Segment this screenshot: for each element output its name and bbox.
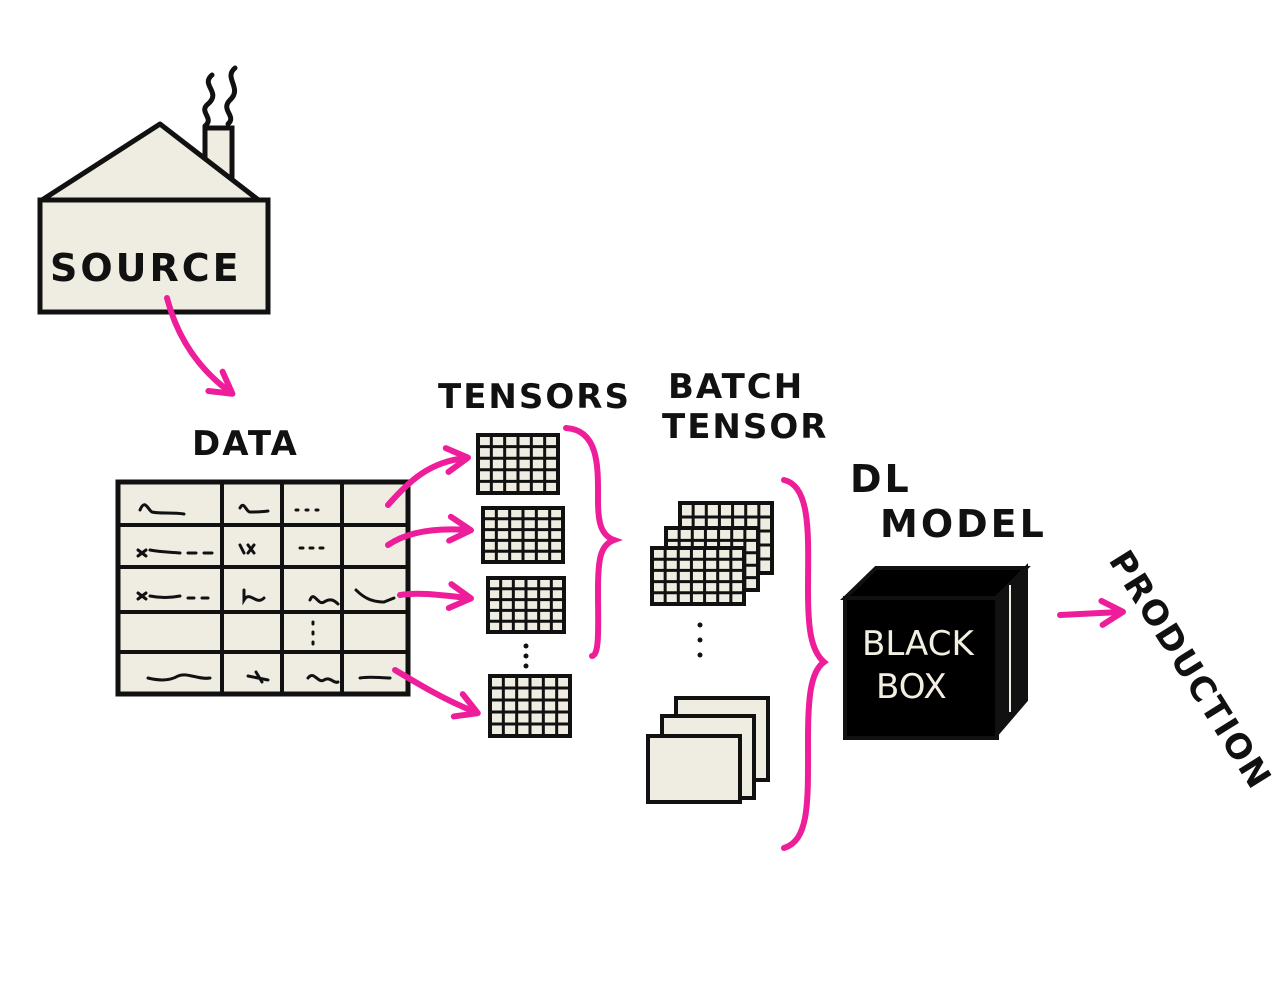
grid-tensor-icon bbox=[650, 546, 746, 606]
smoke-icon bbox=[202, 65, 238, 129]
source-house: SOURCE bbox=[37, 65, 271, 315]
model-label: MODEL bbox=[880, 502, 1047, 546]
arrow-row-1 bbox=[385, 445, 471, 508]
tensor-stack bbox=[476, 433, 572, 738]
grid-tensor-icon bbox=[476, 433, 560, 495]
grid-tensor-icon bbox=[486, 576, 566, 634]
production-label: PRODUCTION bbox=[1100, 544, 1279, 798]
data-table-icon bbox=[115, 479, 411, 697]
batch-grid-stack bbox=[650, 501, 774, 606]
arrow-source-to-data bbox=[164, 295, 236, 397]
arrow-row-2 bbox=[385, 513, 474, 548]
tensor-ellipsis bbox=[523, 643, 529, 669]
source-label: SOURCE bbox=[50, 246, 242, 290]
arrow-row-4 bbox=[392, 667, 481, 720]
data-label: DATA bbox=[192, 424, 299, 464]
arrow-row-3 bbox=[397, 581, 474, 612]
batch-tensor-label-line1: BATCH bbox=[668, 367, 804, 407]
black-box-icon: BLACK BOX bbox=[840, 563, 1031, 741]
data-to-tensor-arrows bbox=[385, 445, 481, 720]
tensors-label: TENSORS bbox=[438, 377, 631, 417]
tensors-brace bbox=[563, 425, 623, 659]
dl-label: DL bbox=[850, 457, 912, 501]
batch-ellipsis bbox=[697, 622, 703, 658]
batch-plain-stack bbox=[646, 696, 770, 804]
batch-tensor-label-line2: TENSOR bbox=[662, 407, 828, 447]
batch-brace bbox=[781, 477, 829, 851]
house-icon bbox=[37, 197, 271, 315]
black-box-line1: BLACK bbox=[862, 624, 975, 664]
grid-tensor-icon bbox=[488, 674, 572, 738]
grid-tensor-icon bbox=[481, 506, 565, 564]
arrow-to-production bbox=[1057, 597, 1126, 628]
black-box-line2: BOX bbox=[876, 667, 947, 707]
